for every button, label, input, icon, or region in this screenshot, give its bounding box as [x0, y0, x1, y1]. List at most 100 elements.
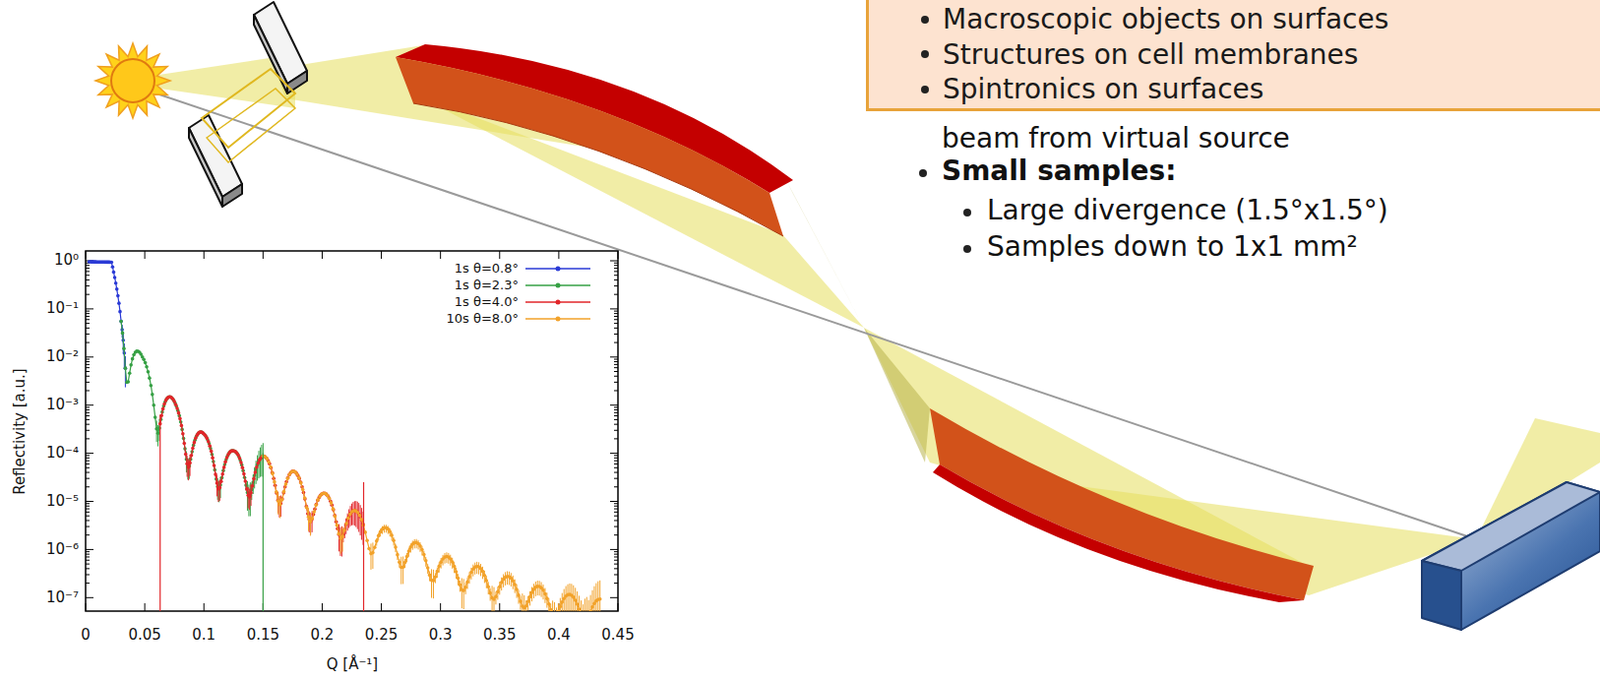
y-minor-tick: [85, 555, 90, 557]
y-minor-tick: [85, 367, 90, 369]
y-minor-tick: [85, 415, 90, 417]
y-minor-tick: [85, 375, 90, 377]
y-tick-label: 10⁻¹: [46, 300, 79, 317]
x-tick: [262, 250, 264, 259]
y-minor-tick: [85, 505, 90, 507]
y-tick: [85, 597, 94, 599]
sub-bullet-text: Samples down to 1x1 mm²: [986, 231, 1358, 263]
y-minor-tick: [85, 457, 90, 459]
sub-bullet-text: beam from virtual source: [941, 123, 1291, 155]
x-tick: [439, 603, 441, 612]
x-tick-label: 0.45: [601, 626, 634, 644]
y-minor-tick: [614, 467, 618, 469]
y-minor-tick: [85, 310, 90, 312]
y-tick-label: 10⁰: [54, 251, 79, 269]
y-minor-tick: [614, 519, 618, 521]
legend-text: 1s θ=2.3°: [454, 278, 519, 294]
y-minor-tick: [614, 409, 618, 411]
y-minor-tick: [85, 486, 90, 488]
y-minor-tick: [85, 333, 90, 335]
y-minor-tick: [85, 454, 90, 456]
y-minor-tick: [614, 505, 618, 507]
y-minor-tick: [614, 322, 618, 324]
y-minor-tick: [85, 409, 90, 411]
y-minor-tick: [614, 264, 618, 266]
bullet-text: Macroscopic objects on surfaces: [942, 2, 1389, 37]
y-tick: [85, 307, 94, 309]
y-minor-tick: [614, 567, 618, 569]
y-minor-tick: [614, 274, 618, 276]
y-minor-tick: [614, 315, 618, 317]
x-tick-label: 0.35: [483, 626, 516, 644]
y-tick-label: 10⁻⁵: [46, 492, 79, 510]
y-minor-tick: [614, 375, 618, 377]
series-3: [261, 454, 603, 612]
y-minor-tick: [614, 381, 618, 383]
axis-title: Q [Å⁻¹]: [326, 656, 378, 674]
y-tick-label: 10⁻⁴: [46, 444, 79, 462]
bullet-dot: [963, 245, 972, 253]
y-minor-tick: [85, 553, 90, 555]
y-minor-tick: [614, 361, 618, 363]
y-tick: [610, 307, 618, 309]
y-minor-tick: [614, 333, 618, 335]
y-minor-tick: [614, 294, 618, 296]
y-minor-tick: [85, 567, 90, 569]
y-minor-tick: [614, 463, 618, 465]
x-tick-label: 0.05: [127, 626, 161, 644]
legend-text: 1s θ=4.0°: [454, 295, 519, 310]
y-minor-tick: [614, 563, 618, 565]
y-minor-tick: [614, 415, 618, 417]
x-tick: [617, 250, 619, 259]
y-minor-tick: [614, 359, 618, 361]
y-minor-tick: [614, 486, 618, 488]
y-minor-tick: [85, 361, 90, 363]
y-tick-label: 10⁻³: [46, 396, 79, 414]
bullet-heading: Small samples:: [941, 155, 1176, 187]
y-tick: [610, 260, 618, 262]
y-minor-tick: [85, 563, 90, 565]
y-minor-tick: [614, 551, 618, 553]
y-minor-tick: [614, 460, 618, 462]
bullet-dot: [963, 208, 972, 217]
y-minor-tick: [614, 406, 618, 408]
y-minor-tick: [614, 370, 618, 372]
y-minor-tick: [85, 342, 90, 344]
y-minor-tick: [85, 264, 90, 266]
bullet-dot: [921, 85, 929, 94]
y-minor-tick: [614, 389, 618, 391]
y-minor-tick: [614, 555, 618, 557]
y-minor-tick: [85, 502, 90, 504]
x-tick: [85, 603, 87, 612]
y-minor-tick: [85, 359, 90, 361]
x-tick: [203, 250, 205, 259]
y-minor-tick: [85, 526, 90, 528]
y-minor-tick: [85, 312, 90, 314]
y-minor-tick: [85, 364, 90, 366]
y-minor-tick: [85, 318, 90, 320]
y-minor-tick: [614, 327, 618, 329]
y-minor-tick: [614, 454, 618, 456]
y-minor-tick: [85, 274, 90, 276]
y-tick: [610, 597, 618, 599]
source-sun: [95, 43, 171, 119]
y-tick-label: 10⁻⁷: [46, 589, 79, 607]
x-tick: [498, 250, 500, 259]
axis-title: Reflectivity [a.u.]: [11, 368, 29, 494]
y-tick: [85, 549, 94, 551]
y-minor-tick: [614, 285, 618, 287]
y-minor-tick: [614, 472, 618, 474]
y-minor-tick: [614, 412, 618, 414]
series-2: [158, 395, 366, 557]
bullet-dot: [921, 15, 929, 24]
y-minor-tick: [614, 318, 618, 320]
y-minor-tick: [85, 424, 90, 426]
x-tick: [557, 250, 559, 259]
y-minor-tick: [614, 430, 618, 431]
y-minor-tick: [614, 364, 618, 366]
y-minor-tick: [85, 267, 90, 269]
x-tick: [85, 250, 87, 259]
y-minor-tick: [614, 478, 618, 480]
x-tick: [498, 603, 500, 612]
y-tick: [610, 452, 618, 454]
